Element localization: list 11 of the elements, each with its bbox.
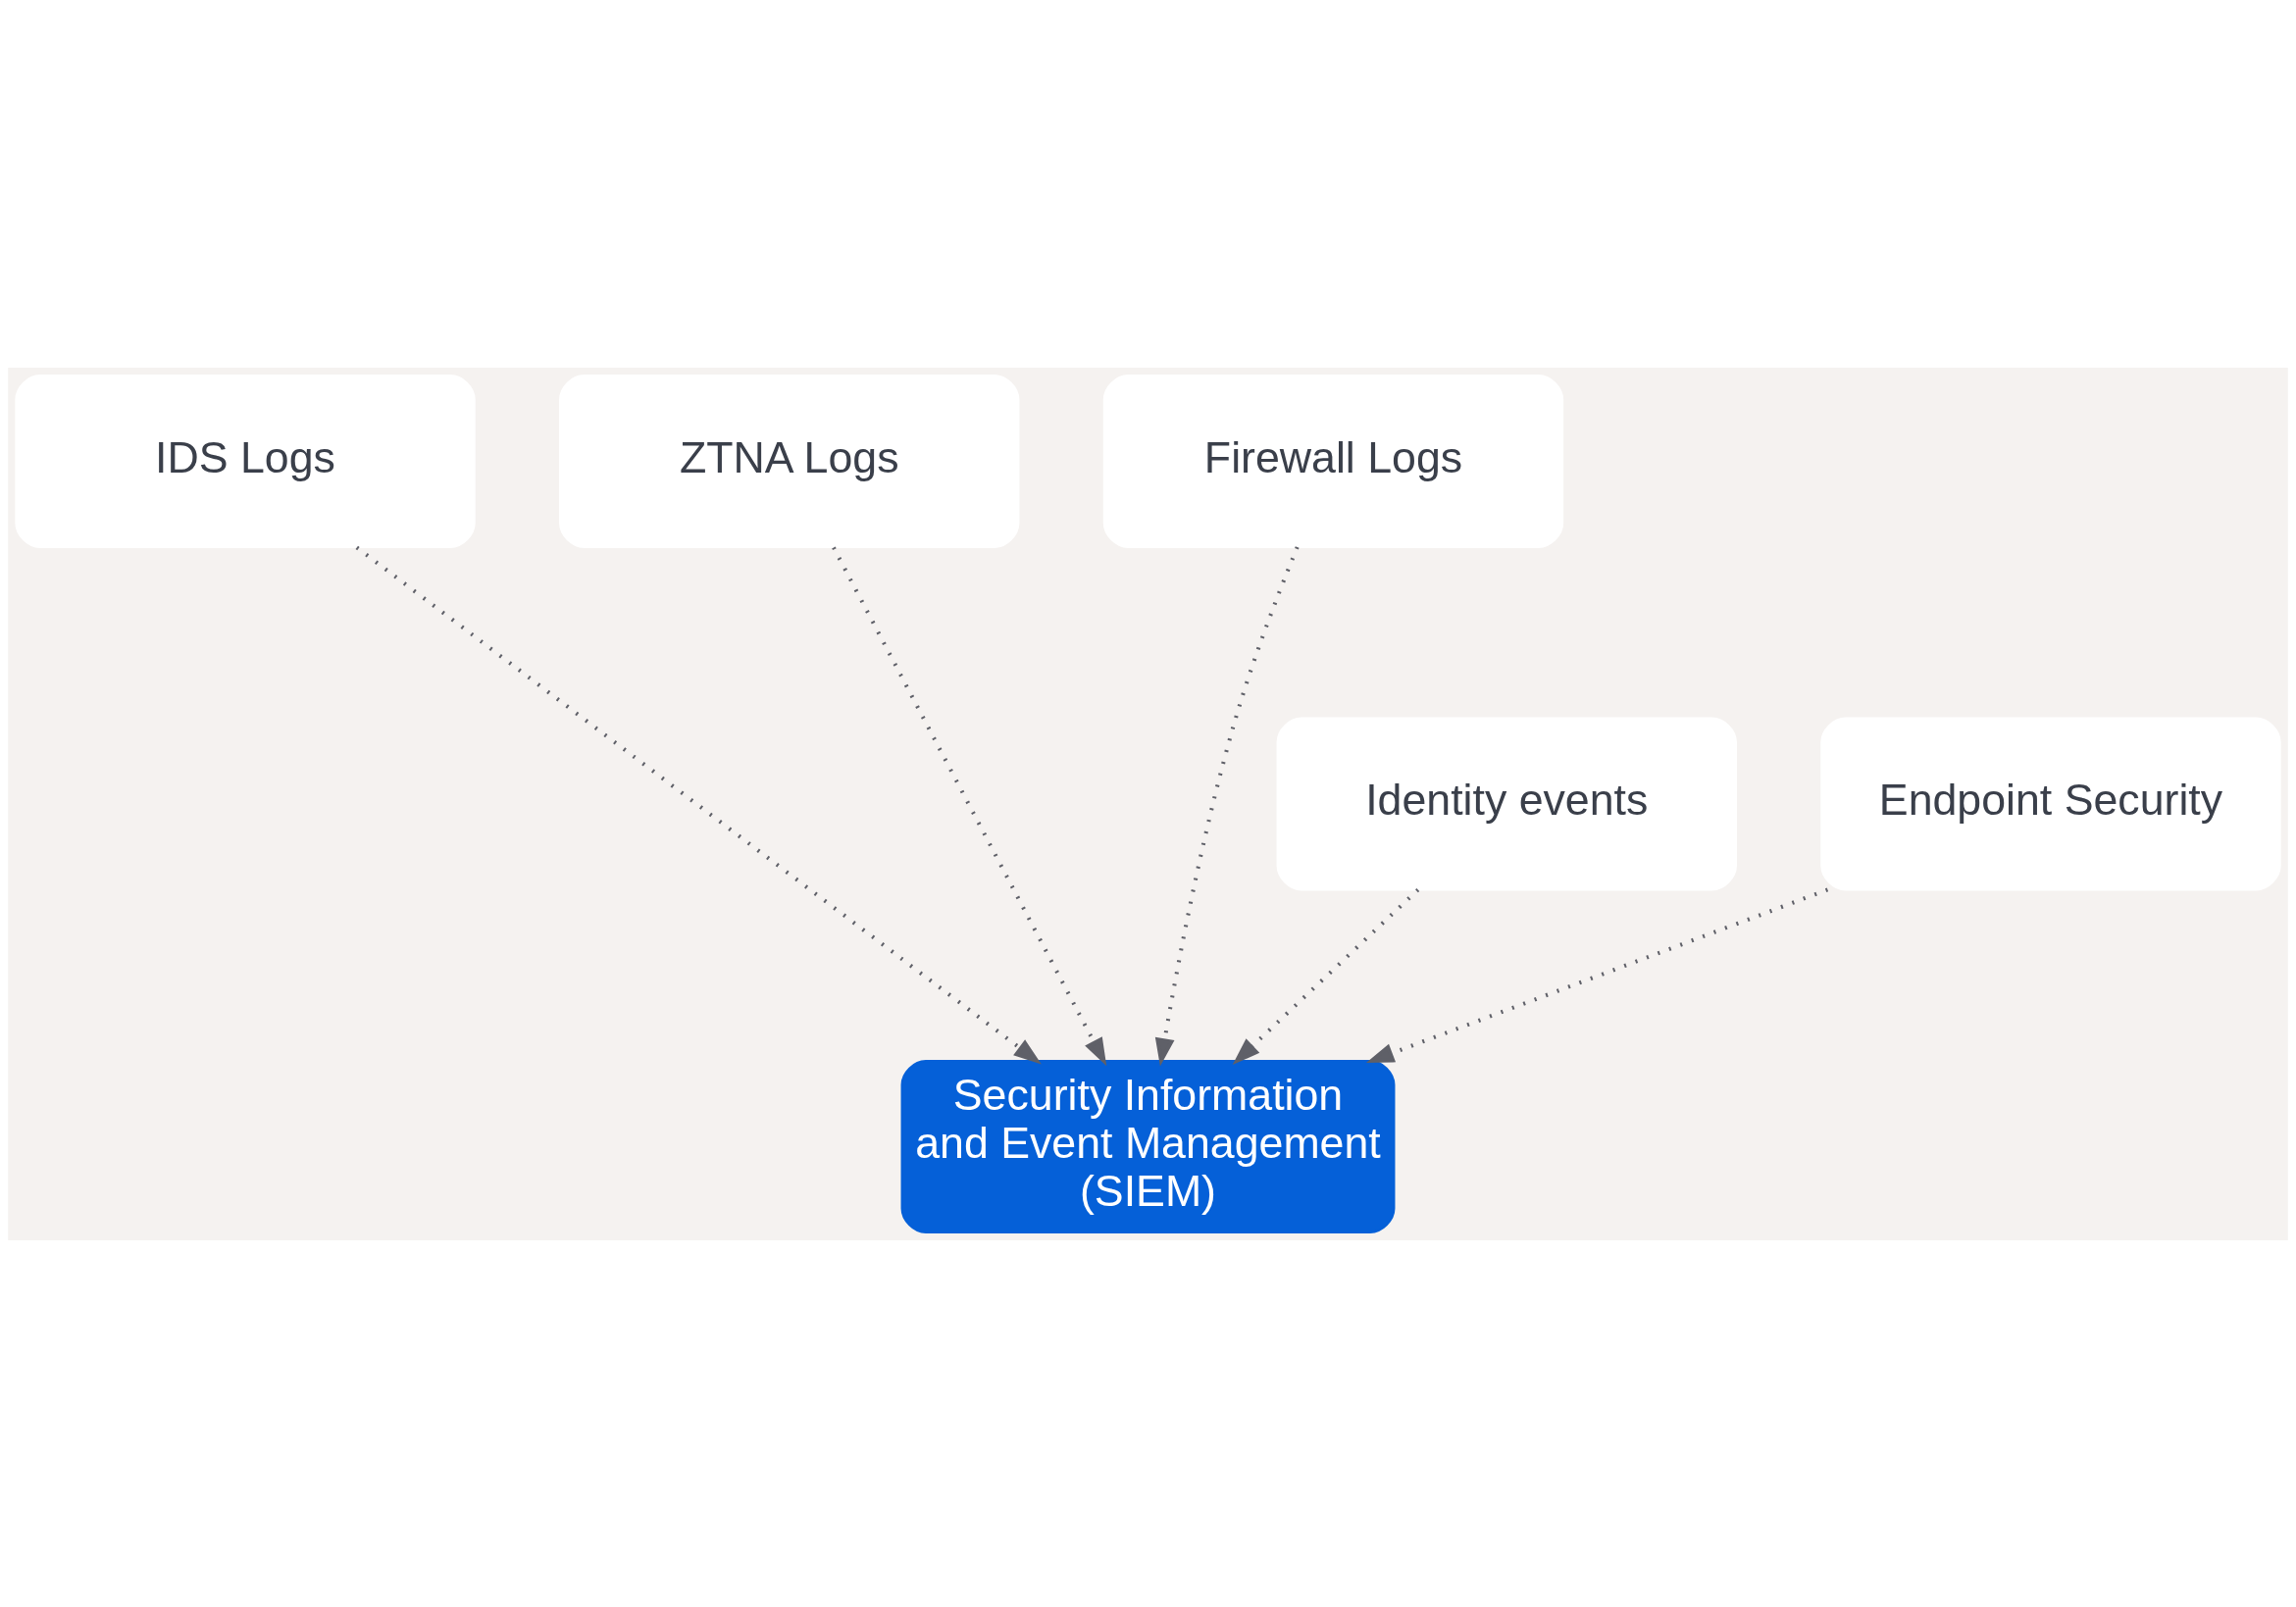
- arrow: [832, 546, 1107, 1066]
- node-box: Security Information and Event Management (SIEM): [900, 1059, 1396, 1233]
- arrow: [355, 545, 1042, 1064]
- node-box: ZTNA Logs: [559, 374, 1020, 548]
- node-box: Identity events: [1276, 717, 1737, 890]
- arrow: [1232, 887, 1420, 1065]
- node-box: IDS Logs: [15, 374, 476, 548]
- node-box: Firewall Logs: [1102, 374, 1564, 548]
- arrow: [1365, 887, 1829, 1063]
- arrow: [1154, 545, 1300, 1067]
- node-box: Endpoint Security: [1820, 717, 2281, 890]
